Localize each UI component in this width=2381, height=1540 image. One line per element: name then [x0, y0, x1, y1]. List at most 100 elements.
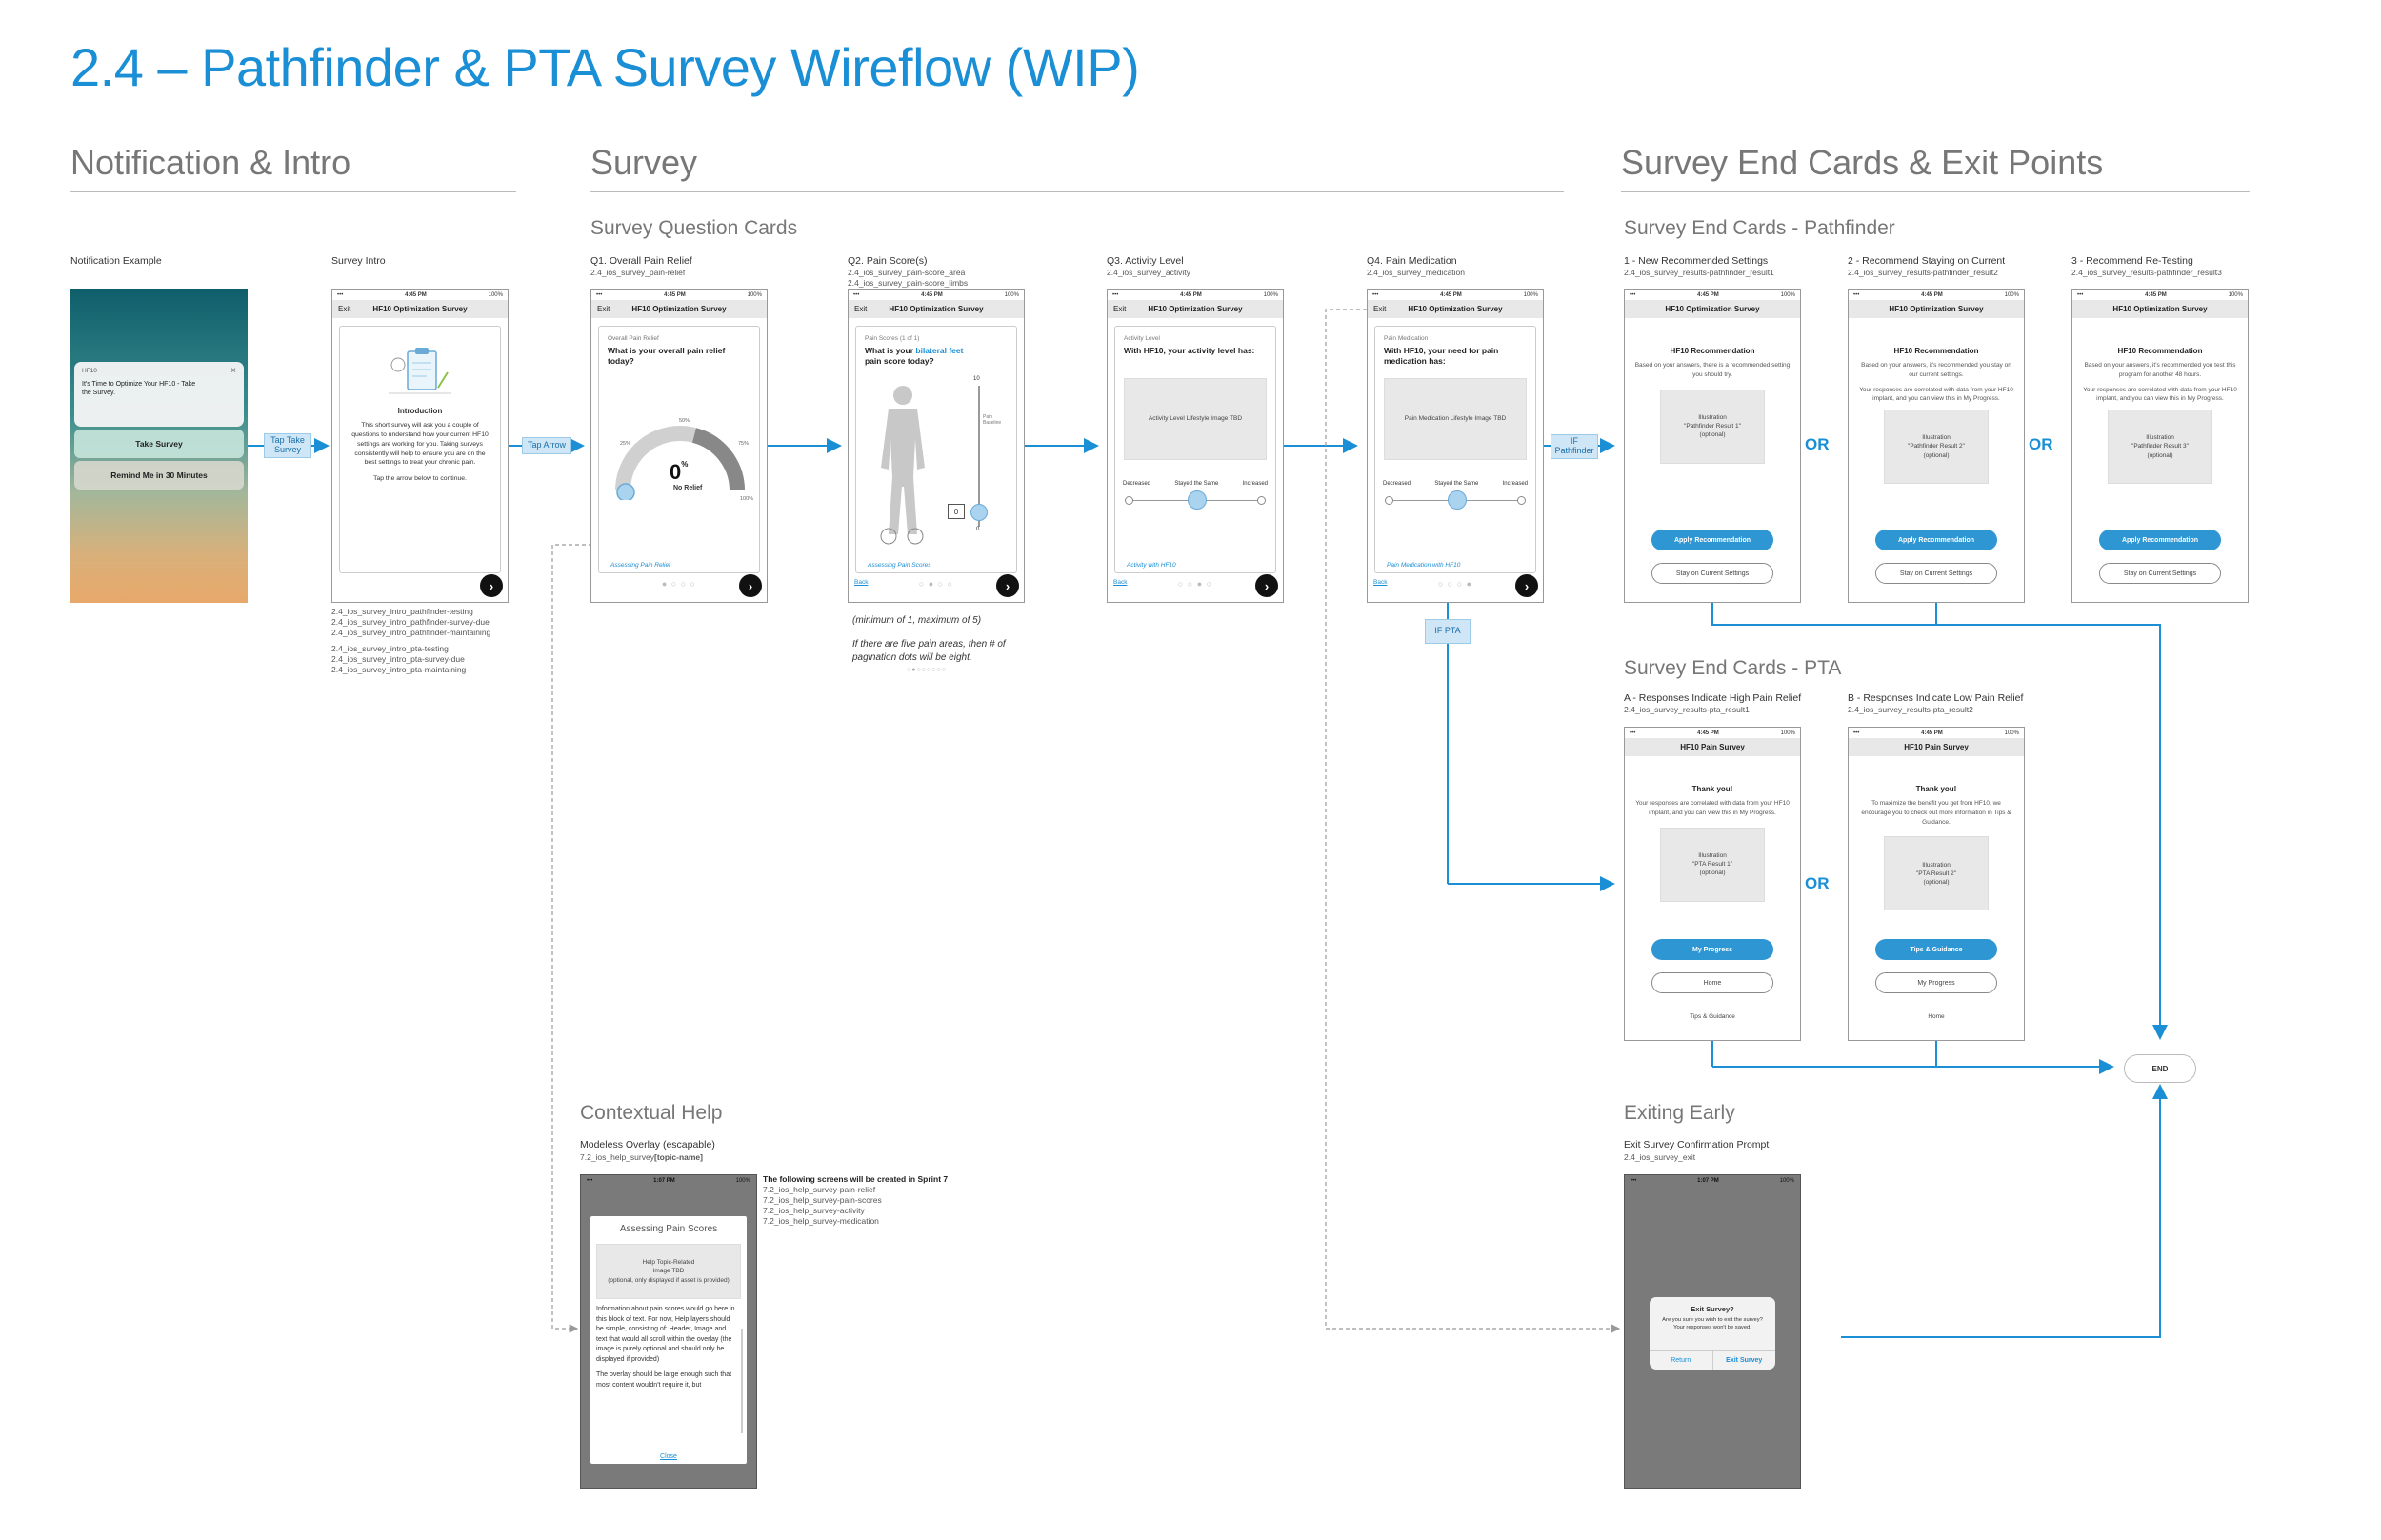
question-category: Activity Level: [1124, 335, 1160, 342]
screen-header: HF10 Pain Survey: [1625, 738, 1800, 756]
section-divider: [70, 191, 516, 192]
question-category: Pain Medication: [1384, 335, 1429, 342]
pf2-file: 2.4_ios_survey_results-pathfinder_result…: [1848, 268, 1998, 277]
sprint-note: The following screens will be created in…: [763, 1174, 949, 1227]
help-overlay-file: 7.2_ios_help_survey[topic-name]: [580, 1152, 703, 1162]
flow-tag-if-pathfinder: IF Pathfinder: [1551, 434, 1598, 459]
apply-recommendation-button[interactable]: Apply Recommendation: [2099, 530, 2221, 550]
return-button[interactable]: Return: [1650, 1351, 1713, 1370]
q4-card: Pain Medication With HF10, your need for…: [1374, 326, 1536, 573]
scale-top: 10: [973, 376, 980, 382]
help-overlay-title: Assessing Pain Scores: [619, 1224, 718, 1234]
q1-card: Overall Pain Relief What is your overall…: [598, 326, 760, 573]
apply-recommendation-button[interactable]: Apply Recommendation: [1875, 530, 1997, 550]
next-arrow-button[interactable]: ›: [739, 574, 762, 597]
notification-label: Notification Example: [70, 255, 162, 267]
intro-body: This short survey will ask you a couple …: [351, 422, 489, 467]
stay-current-button[interactable]: Stay on Current Settings: [1875, 563, 1997, 584]
activity-slider[interactable]: [1125, 490, 1266, 510]
medication-slider[interactable]: [1385, 490, 1526, 510]
section-title-notification-intro: Notification & Intro: [70, 143, 351, 182]
help-link[interactable]: Pain Medication with HF10: [1387, 562, 1461, 569]
tips-guidance-button[interactable]: Tips & Guidance: [1875, 939, 1997, 960]
help-overlay-text-2: The overlay should be large enough such …: [596, 1371, 732, 1389]
subsection-pta: Survey End Cards - PTA: [1624, 657, 1842, 679]
q2-label: Q2. Pain Score(s): [848, 255, 928, 267]
close-link[interactable]: Close: [660, 1453, 677, 1460]
exit-button[interactable]: Exit: [1373, 305, 1387, 313]
back-link[interactable]: Back: [1373, 579, 1388, 586]
exit-survey-button[interactable]: Exit Survey: [1726, 1357, 1763, 1364]
take-survey-button[interactable]: Take Survey: [74, 430, 244, 458]
pta1-file: 2.4_ios_survey_results-pta_result1: [1624, 705, 1750, 714]
result-body: Based on your answers, it's recommended …: [2084, 362, 2236, 378]
pagination-dots: ○ ● ○ ○: [918, 579, 954, 589]
q3-label: Q3. Activity Level: [1107, 255, 1184, 267]
help-link[interactable]: Activity with HF10: [1127, 562, 1176, 569]
next-arrow-button[interactable]: ›: [1255, 574, 1278, 597]
result-body: Your responses are correlated with data …: [1635, 800, 1790, 816]
scrollbar[interactable]: [741, 1329, 743, 1433]
exit-button[interactable]: Exit: [338, 305, 351, 313]
next-arrow-button[interactable]: ›: [996, 574, 1019, 597]
or-label: OR: [2029, 435, 2053, 453]
help-link[interactable]: Assessing Pain Relief: [610, 562, 670, 569]
intro-card: Introduction This short survey will ask …: [339, 326, 501, 573]
question-text: What is your overall pain relief today?: [608, 346, 726, 367]
subsection-question-cards: Survey Question Cards: [590, 217, 798, 239]
home-button[interactable]: Home: [1651, 972, 1773, 993]
my-progress-button[interactable]: My Progress: [1875, 972, 1997, 993]
gauge-value: 0%: [670, 460, 689, 484]
help-link[interactable]: Assessing Pain Scores: [868, 562, 931, 569]
q3-file: 2.4_ios_survey_activity: [1107, 268, 1190, 277]
result-heading: Thank you!: [1691, 785, 1733, 793]
lifestyle-image-placeholder: Activity Level Lifestyle Image TBD: [1124, 378, 1267, 460]
back-link[interactable]: Back: [854, 579, 869, 586]
illustration-placeholder: Illustration"Pathfinder Result 3"(option…: [2108, 410, 2212, 484]
pta1-label: A - Responses Indicate High Pain Relief: [1624, 692, 1802, 704]
home-link[interactable]: Home: [1928, 1013, 1945, 1020]
exit-prompt-file: 2.4_ios_survey_exit: [1624, 1152, 1696, 1162]
next-arrow-button[interactable]: ›: [480, 574, 503, 597]
result-heading: Thank you!: [1915, 785, 1957, 793]
next-arrow-button[interactable]: ›: [1515, 574, 1538, 597]
tips-guidance-link[interactable]: Tips & Guidance: [1690, 1013, 1735, 1020]
result-body: Based on your answers, it's recommended …: [1861, 362, 2011, 378]
lockscreen: HF10 × It's Time to Optimize Your HF10 -…: [70, 289, 248, 603]
close-icon[interactable]: ×: [230, 366, 236, 376]
illustration-placeholder: Illustration"PTA Result 2"(optional): [1884, 836, 1989, 911]
pain-scale-track: [978, 386, 980, 527]
exit-button[interactable]: Exit: [1113, 305, 1127, 313]
my-progress-button[interactable]: My Progress: [1651, 939, 1773, 960]
pain-relief-gauge[interactable]: [599, 386, 761, 500]
exit-button[interactable]: Exit: [597, 305, 610, 313]
result-body-2: Your responses are correlated with data …: [2083, 386, 2237, 403]
apply-recommendation-button[interactable]: Apply Recommendation: [1651, 530, 1773, 550]
notification-app: HF10: [82, 368, 97, 374]
back-link[interactable]: Back: [1113, 579, 1128, 586]
stay-current-button[interactable]: Stay on Current Settings: [2099, 563, 2221, 584]
help-overlay-panel: Assessing Pain Scores Help Topic-Related…: [590, 1216, 747, 1464]
pagination-dots-example: ○●○○○○○○: [907, 667, 947, 673]
screen-header: HF10 Optimization Survey: [1625, 300, 1800, 318]
illustration-placeholder: Illustration"PTA Result 1"(optional): [1660, 827, 1765, 902]
remind-later-button[interactable]: Remind Me in 30 Minutes: [74, 461, 244, 490]
subsection-pathfinder: Survey End Cards - Pathfinder: [1624, 217, 1895, 239]
pain-scale-knob[interactable]: [970, 504, 988, 521]
exit-button[interactable]: Exit: [854, 305, 868, 313]
notification-card[interactable]: HF10 × It's Time to Optimize Your HF10 -…: [74, 362, 244, 427]
stay-current-button[interactable]: Stay on Current Settings: [1651, 563, 1773, 584]
